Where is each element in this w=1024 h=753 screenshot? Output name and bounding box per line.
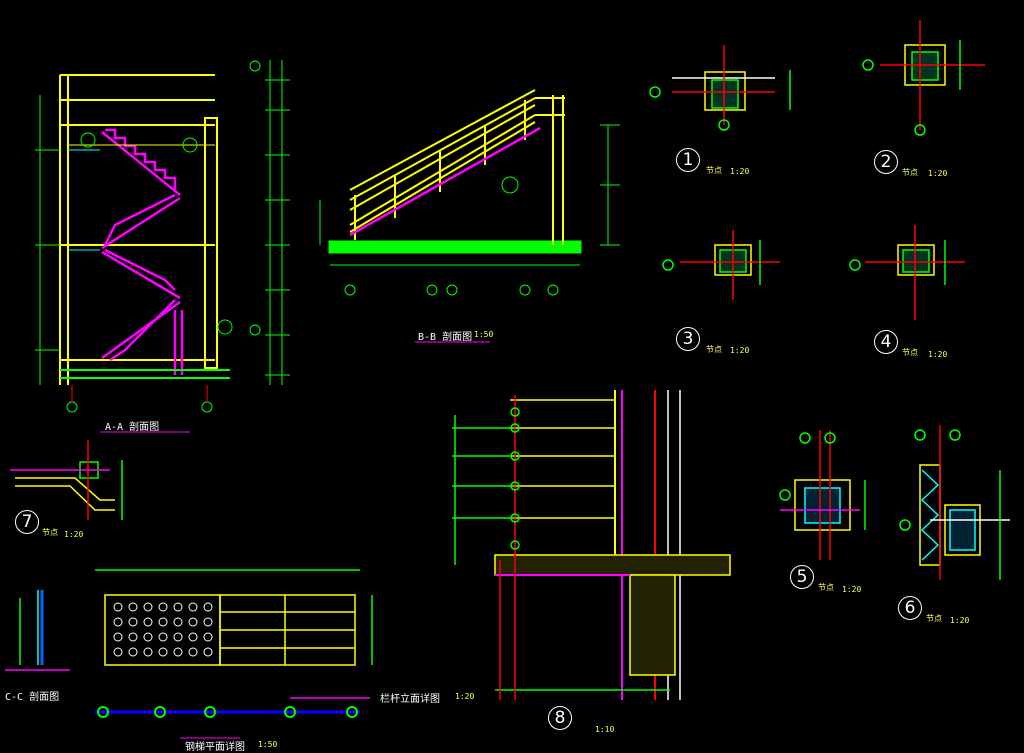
node-2-marker: 2 (874, 150, 898, 174)
section-bb-dims (319, 124, 620, 296)
node-6 (899, 425, 1010, 580)
section-bb-scale: 1:50 (474, 330, 494, 339)
node-1-marker: 1 (676, 148, 700, 172)
node-3 (662, 230, 780, 300)
balcony-elevation-label: 栏杆立面详图 (380, 694, 440, 705)
plan-label: 钢梯平面详图 (185, 742, 245, 753)
node-6-scale: 1:20 (950, 616, 970, 625)
node-8-scale: 1:10 (595, 725, 615, 734)
section-aa-frame (59, 74, 218, 385)
section-bb-ground (328, 240, 582, 266)
railing-elevation (95, 569, 373, 699)
section-aa-rail (68, 144, 215, 251)
plan-strip (95, 706, 360, 739)
node-2-scale: 1:20 (928, 169, 948, 178)
node-7-caption: 节点 (42, 528, 58, 537)
section-aa-axis (66, 60, 261, 413)
plan-scale: 1:50 (258, 740, 278, 749)
node-3-caption: 节点 (706, 345, 722, 354)
section-aa-dims (35, 60, 290, 385)
node-3-scale: 1:20 (730, 346, 750, 355)
node-4 (849, 225, 965, 320)
node-2 (862, 20, 985, 136)
node-6-marker: 6 (898, 596, 922, 620)
node-5-marker: 5 (790, 565, 814, 589)
node-1-caption: 节点 (706, 166, 722, 175)
section-bb-label: B-B 剖面图 (418, 332, 473, 343)
section-aa-stair (101, 128, 184, 375)
node-5-caption: 节点 (818, 583, 834, 592)
section-bb-stair (349, 89, 565, 245)
railing-perforations (113, 602, 213, 657)
node-4-scale: 1:20 (928, 350, 948, 359)
node-8-marker: 8 (548, 706, 572, 730)
section-aa-ground (60, 369, 230, 379)
node-1 (649, 45, 791, 131)
node-7-marker: 7 (15, 510, 39, 534)
balcony-scale: 1:20 (455, 692, 475, 701)
section-cc (5, 590, 70, 671)
node-3-marker: 3 (676, 327, 700, 351)
node-2-caption: 节点 (902, 168, 918, 177)
section-aa-label: A-A 剖面图 (105, 422, 160, 433)
section-cc-label: C-C 剖面图 (5, 692, 60, 703)
node-1-scale: 1:20 (730, 167, 750, 176)
node-7-scale: 1:20 (64, 530, 84, 539)
node-6-caption: 节点 (926, 614, 942, 623)
node-4-marker: 4 (874, 330, 898, 354)
node-7 (10, 440, 123, 520)
node-5-scale: 1:20 (842, 585, 862, 594)
node-5 (779, 430, 866, 560)
node-8 (452, 390, 731, 700)
node-4-caption: 节点 (902, 348, 918, 357)
